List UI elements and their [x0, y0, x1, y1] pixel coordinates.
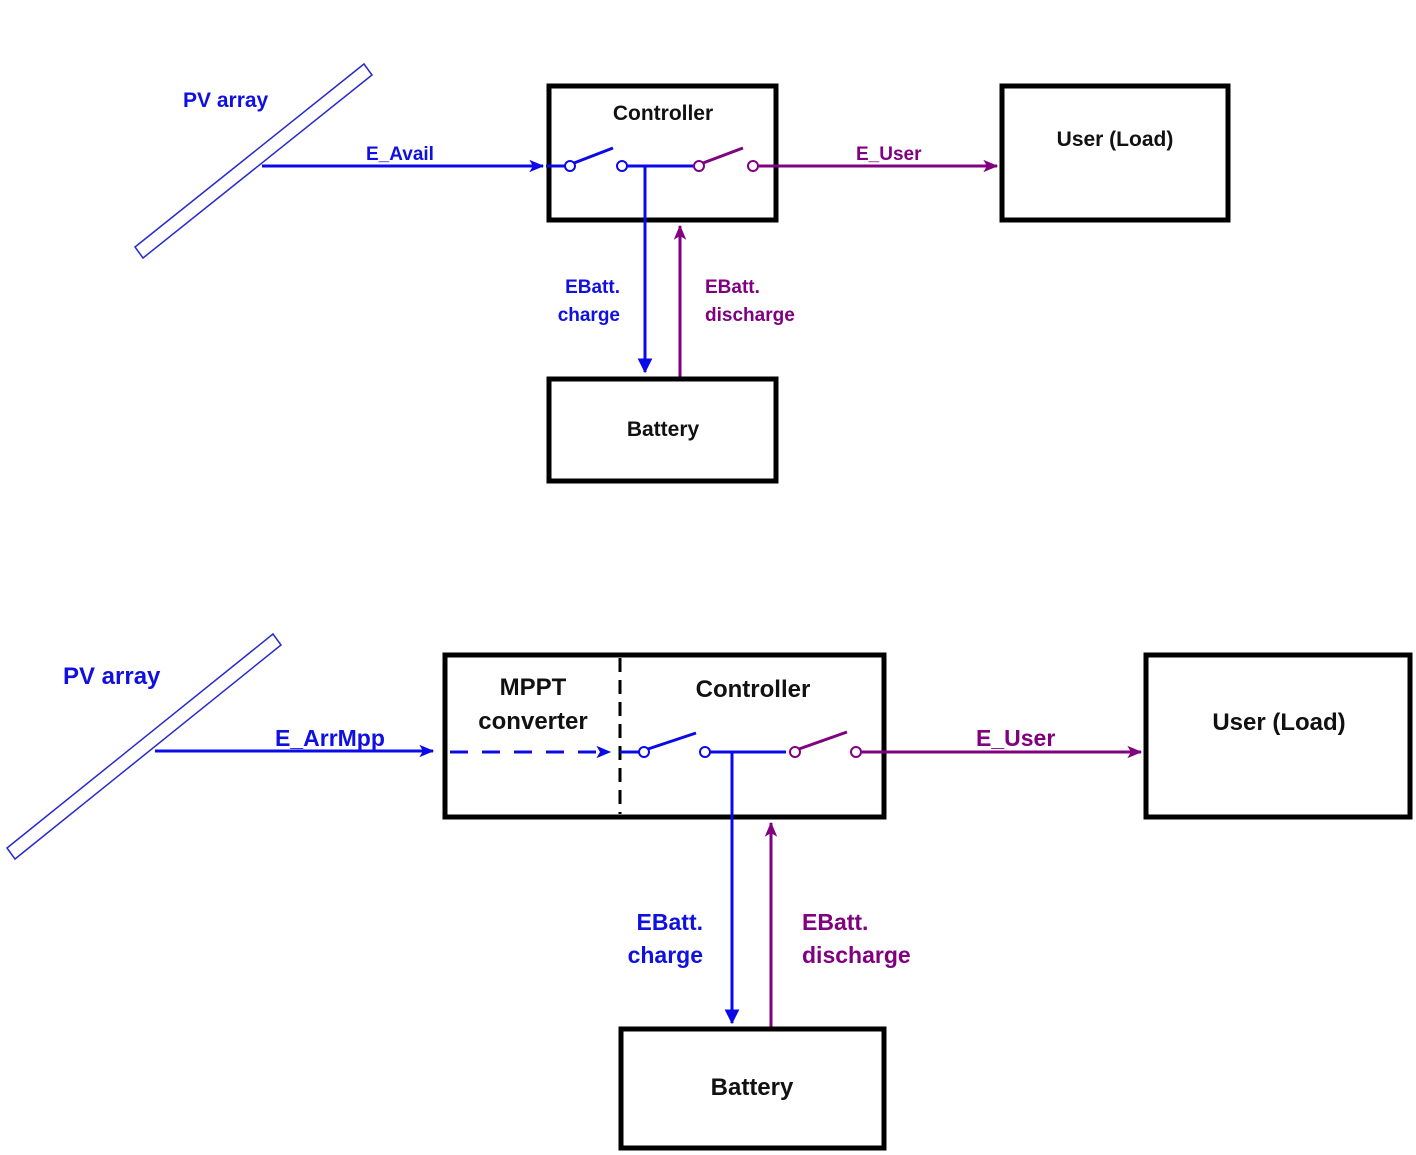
controller-box: [546, 83, 779, 223]
discharge-label-line1: EBatt.: [802, 909, 868, 935]
battery-label: Battery: [627, 418, 700, 441]
diagram-without-mppt: PV array E_Avail Controller E_User User …: [133, 62, 1231, 484]
charge-label-line1: EBatt.: [565, 277, 620, 298]
battery-label: Battery: [711, 1074, 794, 1101]
user-load-label: User (Load): [1057, 128, 1174, 151]
pv-array-label: PV array: [63, 663, 161, 690]
user-load-box: [999, 83, 1231, 223]
e-arrmpp-flow-label: E_ArrMpp: [275, 725, 385, 751]
e-user-flow-label: E_User: [856, 144, 922, 165]
user-load-box: [1143, 652, 1413, 820]
e-user-flow-label: E_User: [976, 725, 1055, 751]
discharge-label-line2: discharge: [802, 942, 911, 968]
controller-label: Controller: [696, 676, 811, 703]
charge-label-line2: charge: [628, 942, 703, 968]
diagram-with-mppt: PV array E_ArrMpp MPPT converter Control…: [5, 632, 1413, 1151]
mppt-label-line2: converter: [478, 708, 587, 735]
battery-box: [546, 376, 779, 484]
discharge-label-line2: discharge: [705, 305, 795, 326]
e-avail-flow-label: E_Avail: [366, 144, 434, 165]
load-switch-icon: [789, 730, 862, 758]
pv-array-panel-icon: [5, 632, 283, 861]
pv-array-label: PV array: [183, 89, 269, 112]
pv-array-panel-icon: [133, 62, 374, 260]
mppt-label-line1: MPPT: [500, 674, 567, 701]
battery-box: [618, 1026, 887, 1151]
discharge-label-line1: EBatt.: [705, 277, 760, 298]
mppt-controller-box: [442, 652, 887, 820]
controller-label: Controller: [613, 102, 713, 125]
charge-label-line1: EBatt.: [637, 909, 703, 935]
charge-label-line2: charge: [558, 305, 620, 326]
charge-switch-icon: [620, 731, 711, 758]
user-load-label: User (Load): [1212, 709, 1345, 736]
